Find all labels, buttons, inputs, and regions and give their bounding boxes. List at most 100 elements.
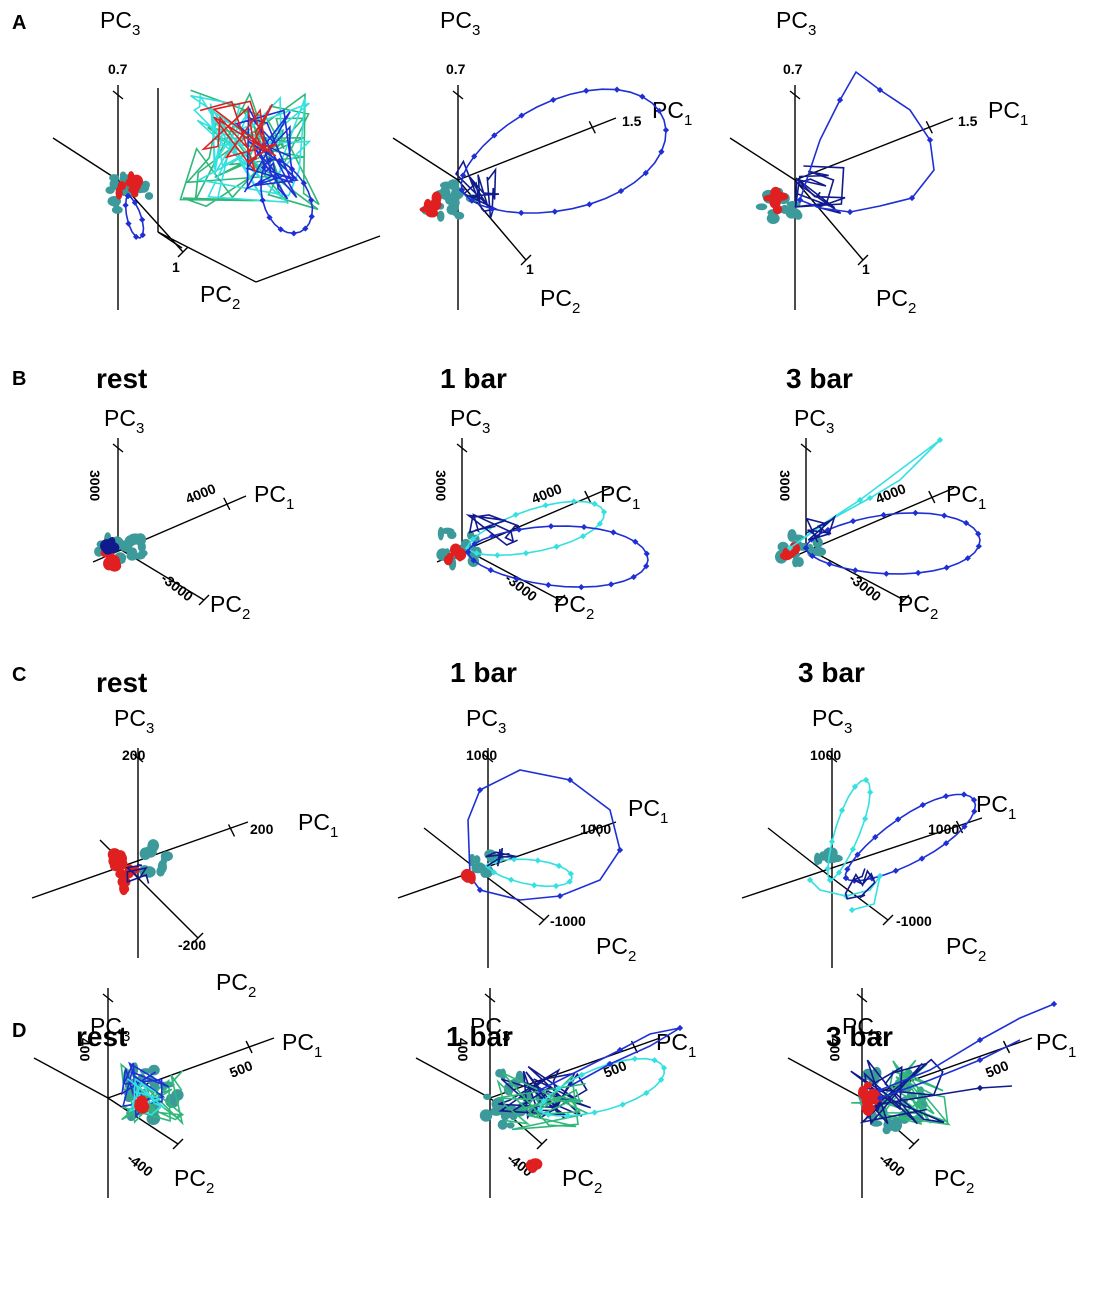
trajectory-blue-marker bbox=[586, 201, 593, 208]
pc2-tick-label: -3000 bbox=[158, 570, 196, 605]
trajectory-blue-marker bbox=[844, 866, 851, 873]
pc2-tick-label: -400 bbox=[876, 1150, 908, 1180]
trajectory-blue-marker bbox=[491, 132, 498, 139]
cluster-red bbox=[423, 198, 432, 212]
trajectory-cyan-marker bbox=[534, 857, 541, 864]
trajectory-blue-marker bbox=[556, 892, 564, 900]
pc1-tick bbox=[925, 120, 933, 134]
panel-title: rest bbox=[96, 667, 147, 698]
axis-back bbox=[33, 1057, 109, 1099]
cluster-teal bbox=[479, 1109, 493, 1122]
trajectory-blue bbox=[844, 793, 977, 882]
cluster-teal bbox=[139, 1068, 152, 1075]
trajectory-blue-marker bbox=[578, 584, 585, 591]
trajectory-cyan-marker bbox=[660, 1064, 668, 1072]
trajectory-cyan-marker bbox=[566, 878, 573, 885]
axis-label-pc3: PC3 bbox=[104, 405, 144, 437]
trajectory-blue-loop-marker bbox=[308, 213, 315, 220]
trajectory-blue-marker bbox=[852, 567, 859, 574]
axis-label-pc1: PC1 bbox=[988, 97, 1028, 129]
pc2-axis bbox=[831, 877, 889, 921]
cluster-red bbox=[770, 186, 781, 198]
trajectory-blue-marker bbox=[139, 231, 146, 239]
trajectory-dark-blue-2 bbox=[879, 1085, 1013, 1105]
cluster-teal bbox=[109, 178, 120, 190]
pc3-tick-label: 1000 bbox=[466, 747, 497, 763]
trajectory-cyan-marker bbox=[579, 533, 587, 540]
pc3-tick bbox=[856, 993, 868, 1003]
pc1-tick-label: 500 bbox=[983, 1057, 1011, 1081]
pc2-tick bbox=[554, 594, 566, 606]
trajectory-blue-loop-marker bbox=[277, 226, 284, 233]
trajectory-cyan-marker bbox=[849, 846, 856, 853]
trajectory-blue-marker bbox=[676, 1024, 684, 1032]
trajectory-cyan-marker bbox=[651, 1057, 658, 1064]
cluster-red bbox=[528, 1158, 543, 1170]
axis-label-pc3: PC3 bbox=[812, 705, 852, 737]
trajectory-dark-blue bbox=[485, 847, 518, 867]
axis-label-pc2: PC2 bbox=[946, 933, 986, 965]
cluster-teal bbox=[816, 857, 823, 865]
trajectory-blue-marker bbox=[613, 86, 621, 93]
trajectory-blue-marker bbox=[809, 552, 816, 560]
trajectory-cyan-marker bbox=[835, 869, 843, 876]
pc3-tick-label: 200 bbox=[122, 747, 146, 763]
cluster-teal bbox=[889, 1118, 903, 1132]
cluster-red bbox=[863, 1081, 873, 1089]
axis-label-pc1: PC1 bbox=[946, 481, 986, 513]
pc3-tick-label: 400 bbox=[455, 1038, 471, 1062]
pc3-tick-label: 3000 bbox=[433, 470, 449, 501]
cluster-dark-blue bbox=[100, 539, 114, 553]
pc3-tick bbox=[102, 993, 114, 1003]
box-edge bbox=[157, 231, 183, 249]
trajectory-dark-blue-2-marker bbox=[976, 1084, 984, 1092]
axis-label-pc2: PC2 bbox=[596, 933, 636, 965]
trajectory-cyan-marker bbox=[553, 543, 560, 550]
trajectory-blue-marker bbox=[883, 570, 890, 577]
trajectory-cyan bbox=[487, 858, 573, 888]
pc1-tick bbox=[955, 820, 964, 834]
axis-label-pc1: PC1 bbox=[254, 481, 294, 513]
trajectory-cyan-marker bbox=[643, 1089, 650, 1097]
trajectory-blue bbox=[799, 70, 935, 213]
trajectory-dark-blue bbox=[794, 165, 846, 214]
axis-label-pc2: PC2 bbox=[200, 281, 240, 313]
pc3-tick bbox=[789, 90, 801, 100]
cluster-teal bbox=[139, 847, 152, 860]
trajectory-blue-marker bbox=[566, 776, 574, 784]
pc1-axis bbox=[92, 495, 247, 563]
cluster-red bbox=[463, 875, 474, 883]
trajectory-blue-marker bbox=[607, 581, 615, 588]
cluster-red bbox=[431, 191, 442, 205]
axis-label-pc1: PC1 bbox=[628, 795, 668, 827]
axis-label-pc1: PC1 bbox=[976, 791, 1016, 823]
trajectory-blue-marker bbox=[518, 209, 525, 217]
trajectory-blue-marker bbox=[643, 563, 650, 570]
pc1-axis bbox=[741, 817, 983, 899]
cluster-teal bbox=[147, 839, 160, 853]
cluster-teal bbox=[490, 1107, 503, 1116]
axis-label-pc3: PC3 bbox=[450, 405, 490, 437]
trajectory-cyan-marker bbox=[536, 1106, 544, 1114]
cluster-teal bbox=[795, 557, 804, 568]
trajectory-blue bbox=[124, 195, 145, 239]
axis-label-pc2: PC2 bbox=[898, 591, 938, 623]
pc1-tick bbox=[928, 490, 936, 504]
cluster-teal bbox=[454, 211, 465, 220]
cluster-red bbox=[119, 881, 129, 896]
pc3-tick bbox=[132, 753, 144, 763]
pc2-tick bbox=[538, 914, 550, 926]
axis-back bbox=[415, 1057, 491, 1099]
trajectory-cyan-marker bbox=[826, 876, 834, 884]
pc1-tick-label: 4000 bbox=[183, 480, 218, 507]
pc3-tick bbox=[112, 90, 124, 100]
pc3-tick bbox=[482, 753, 494, 763]
cluster-red bbox=[134, 1097, 148, 1106]
trajectory-blue-2-marker bbox=[976, 1056, 984, 1064]
pc2-tick bbox=[520, 254, 532, 266]
cluster-teal bbox=[503, 1082, 514, 1096]
